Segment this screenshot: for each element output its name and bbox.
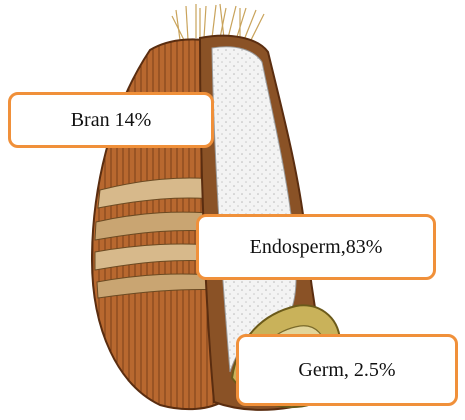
germ-label-text: Germ, 2.5% xyxy=(298,359,395,382)
endosperm-label-text: Endosperm,83% xyxy=(250,236,383,259)
bran-label: Bran 14% xyxy=(8,92,214,148)
endosperm-label: Endosperm,83% xyxy=(196,214,436,280)
germ-label: Germ, 2.5% xyxy=(236,334,458,406)
bran-label-text: Bran 14% xyxy=(71,109,152,132)
